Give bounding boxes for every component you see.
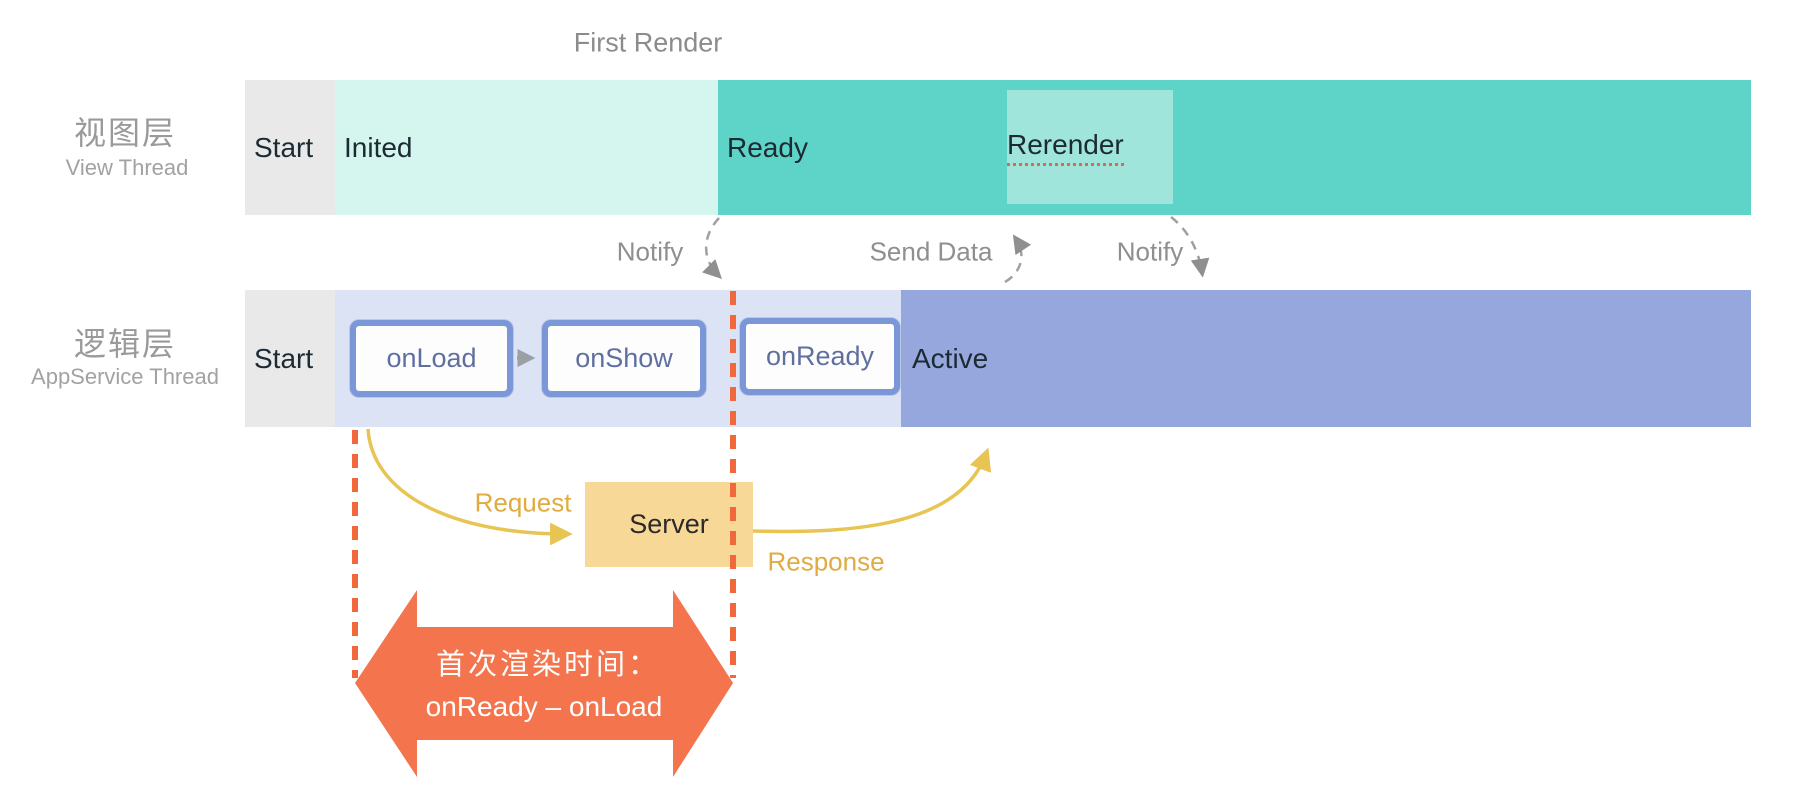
response-label: Response [767,546,885,577]
app-thread-active-segment: Active [901,290,1751,427]
server-label: Server [629,509,709,539]
notify-left-label: Notify [616,236,684,267]
send-data-arrow [1004,234,1032,284]
view-thread-inited-segment: Inited [335,80,718,215]
server-box: Server [585,482,753,567]
view-thread-start-segment: Start [245,80,335,215]
app-thread-label-en: AppService Thread [31,364,219,389]
metric-text-line2: onReady – onLoad [425,691,663,722]
onshow-label: onShow [575,343,673,373]
app-thread-start-segment: Start [245,290,335,427]
view-start-label: Start [254,131,314,163]
response-arrow [752,447,992,534]
onload-label: onLoad [386,343,477,373]
rerender-highlight-box: Rerender [1007,90,1173,204]
first-render-label: First Render [573,27,723,58]
request-label: Request [474,487,572,518]
app-thread-label-zh: 逻辑层 [73,326,177,362]
app-active-label: Active [912,342,989,374]
view-thread-ready-segment: Ready [718,80,1751,215]
app-start-label: Start [254,342,314,374]
onshow-box: onShow [542,320,706,397]
notify-left-arrow [702,217,722,279]
onload-box: onLoad [350,320,513,397]
send-data-label: Send Data [869,236,993,267]
notify-right-label: Notify [1116,236,1184,267]
view-ready-label: Ready [727,131,808,163]
rerender-label: Rerender [1007,129,1124,166]
metric-text-line1: 首次渲染时间： [435,649,661,681]
view-thread-label-zh: 视图层 [73,115,177,151]
onready-label: onReady [765,341,875,371]
onready-box: onReady [740,318,900,395]
first-render-metric-arrow [355,590,733,777]
view-thread-label-en: View Thread [65,155,189,180]
view-inited-label: Inited [344,131,413,163]
